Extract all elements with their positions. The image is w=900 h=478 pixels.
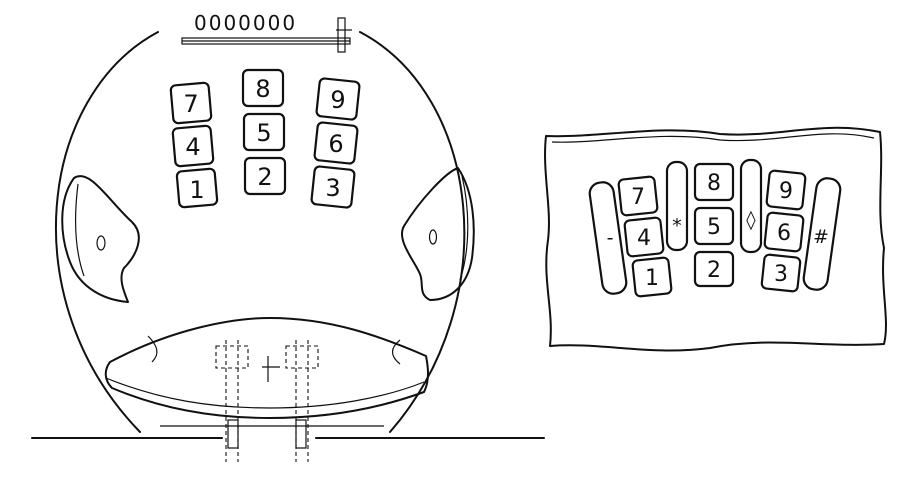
key-7[interactable]: 7 [170, 82, 211, 123]
svg-text:4: 4 [185, 133, 200, 161]
svg-text:1: 1 [189, 176, 204, 204]
svg-text:*: * [672, 215, 682, 237]
key-6[interactable]: 6 [314, 122, 358, 164]
svg-text:#: # [813, 226, 829, 248]
svg-text:6: 6 [777, 221, 791, 246]
panel-key-3[interactable]: 3 [761, 254, 800, 292]
bar-star[interactable]: * [667, 162, 687, 250]
panel-key-9[interactable]: 9 [766, 170, 806, 210]
panel-key-5[interactable]: 5 [695, 208, 733, 244]
panel-key-7[interactable]: 7 [618, 176, 658, 216]
keypad-panel: - * ◊ # 7 4 1 8 [545, 128, 886, 351]
circular-device: 0000000 7 4 1 8 [32, 11, 544, 462]
svg-text:4: 4 [637, 226, 651, 251]
svg-text:9: 9 [330, 86, 345, 114]
svg-text:9: 9 [779, 179, 793, 204]
display-dots: 0000000 [194, 11, 297, 35]
svg-text:3: 3 [774, 262, 788, 287]
key-9[interactable]: 9 [316, 78, 360, 120]
panel-key-4[interactable]: 4 [624, 217, 664, 257]
key-4[interactable]: 4 [172, 125, 213, 166]
svg-text:7: 7 [631, 185, 645, 210]
panel-key-1[interactable]: 1 [632, 257, 672, 297]
svg-text:5: 5 [707, 215, 721, 240]
device-outline-right-arc [360, 32, 464, 432]
svg-text:6: 6 [328, 130, 343, 158]
svg-text:◊: ◊ [746, 209, 756, 231]
svg-text:-: - [607, 227, 614, 249]
panel-key-6[interactable]: 6 [764, 212, 804, 252]
left-grip[interactable] [62, 176, 139, 302]
svg-text:2: 2 [257, 163, 272, 191]
key-2[interactable]: 2 [245, 158, 285, 194]
base-rails [32, 420, 544, 448]
key-3[interactable]: 3 [311, 166, 355, 208]
bar-hash[interactable]: # [802, 177, 841, 291]
key-1[interactable]: 1 [177, 168, 218, 207]
device-outline-left-arc [56, 32, 158, 432]
right-grip[interactable] [402, 168, 474, 300]
bar-diamond[interactable]: ◊ [741, 160, 761, 252]
left-keypad: 7 4 1 8 5 2 [170, 70, 359, 208]
svg-text:8: 8 [255, 75, 270, 103]
svg-text:5: 5 [256, 119, 271, 147]
base-plate [106, 318, 428, 462]
svg-text:8: 8 [707, 171, 721, 196]
svg-text:3: 3 [325, 174, 340, 202]
key-8[interactable]: 8 [243, 70, 283, 106]
display-indicator: 0000000 [182, 11, 352, 52]
svg-text:7: 7 [183, 90, 198, 118]
key-5[interactable]: 5 [244, 114, 284, 150]
svg-text:2: 2 [707, 258, 721, 283]
panel-key-8[interactable]: 8 [695, 164, 733, 200]
svg-text:1: 1 [645, 266, 659, 291]
panel-key-2[interactable]: 2 [695, 252, 733, 286]
